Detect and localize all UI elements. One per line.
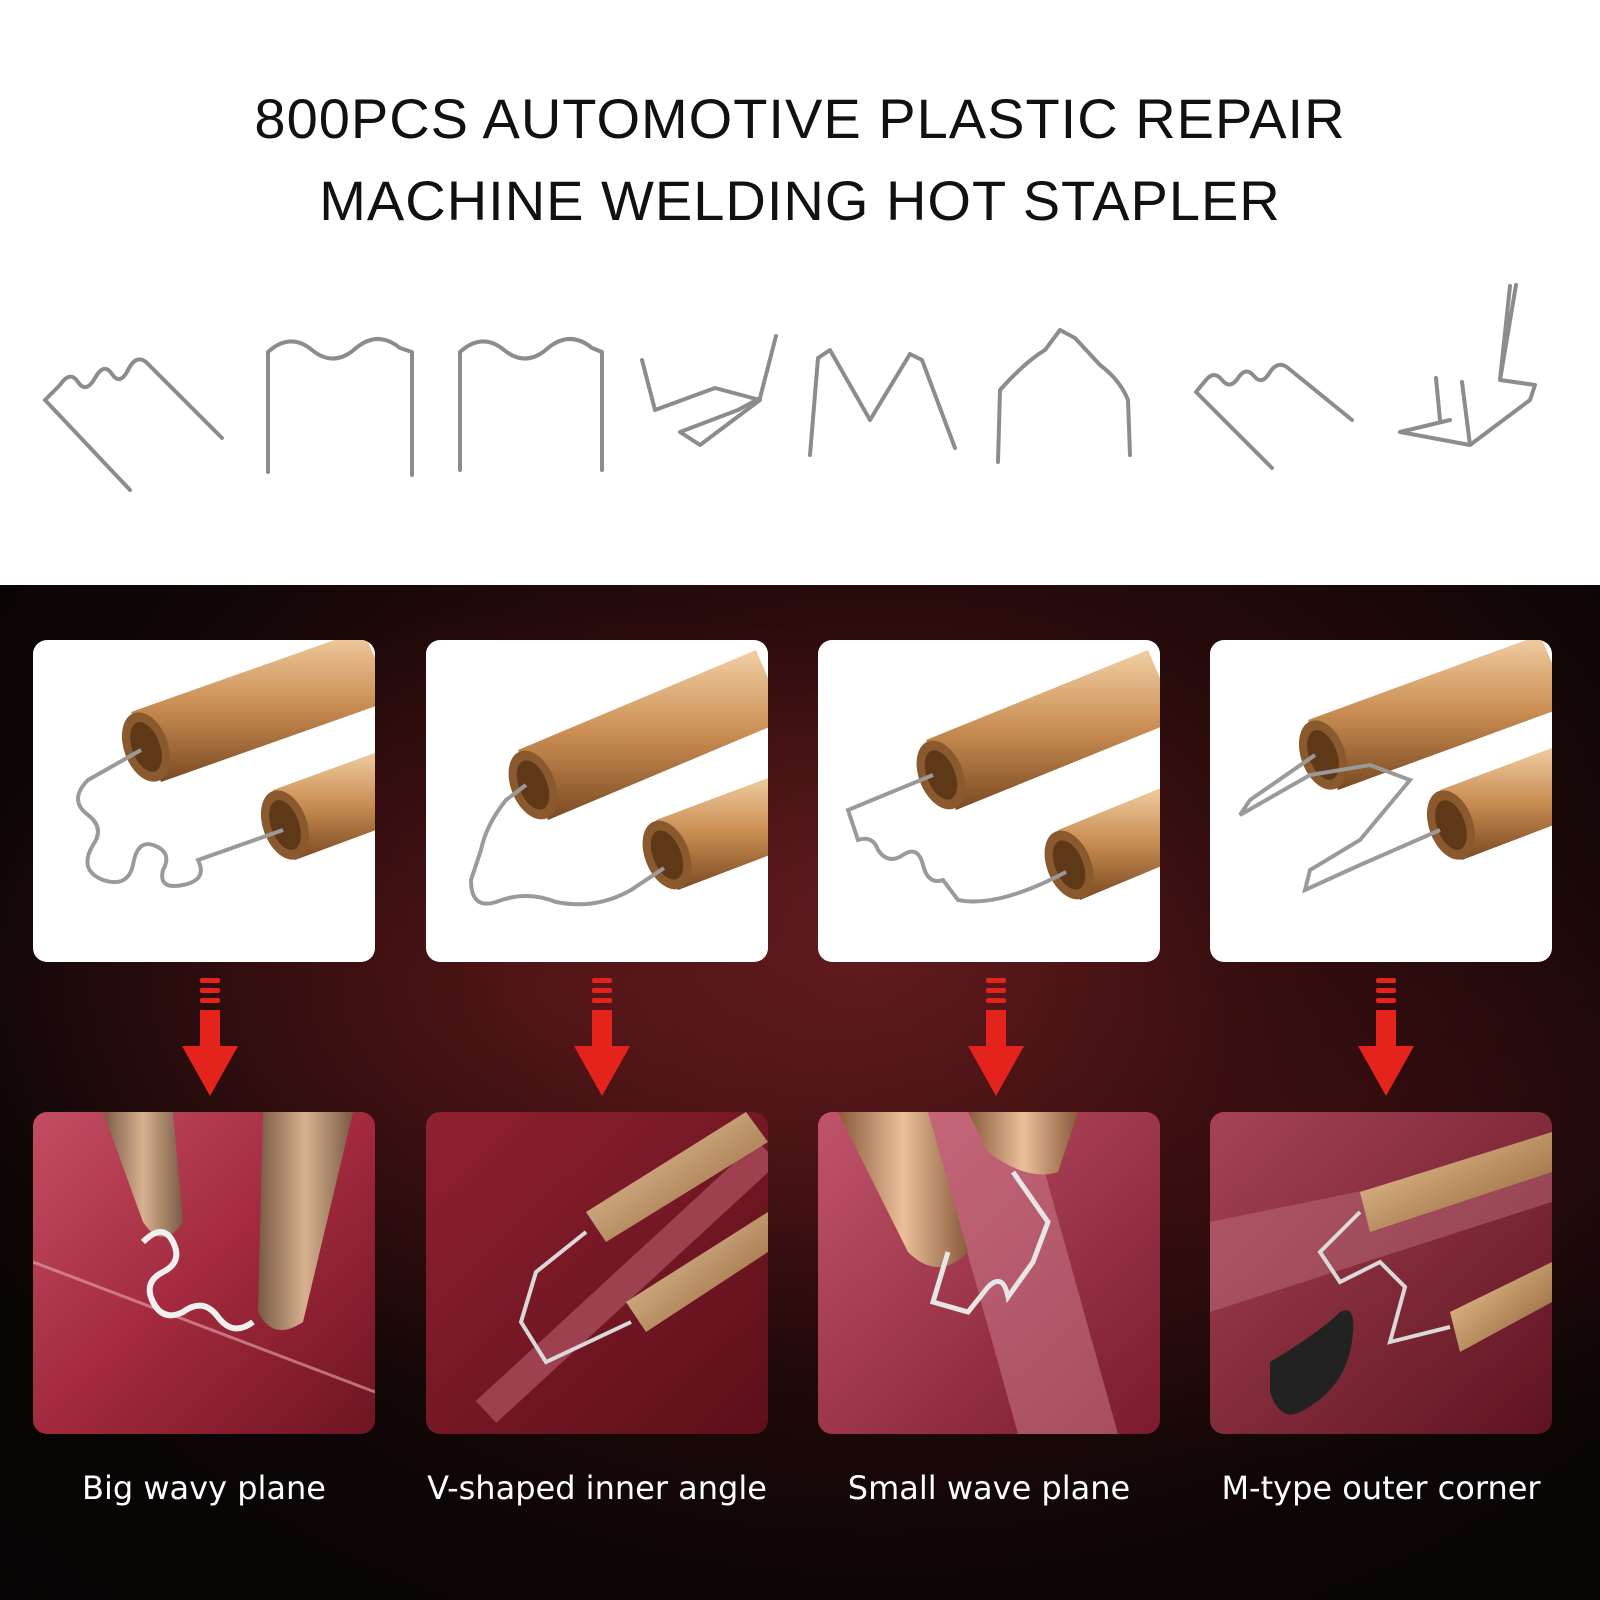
staple-types-illustration [43, 283, 1537, 492]
tool-illustration-1 [76, 640, 375, 888]
repair-photo-2 [426, 1112, 768, 1434]
staple-v-bent [640, 334, 778, 447]
staple-square-wave [266, 337, 414, 477]
staple-tool-panel-3 [818, 640, 1160, 962]
staple-square-wave-2 [458, 337, 604, 472]
tool-illustration-4 [1238, 640, 1552, 894]
caption-step-1: Big wavy plane [82, 1469, 326, 1507]
staple-arch [996, 328, 1132, 464]
tool-illustration-2 [468, 650, 768, 907]
repair-photo-1 [33, 1112, 375, 1434]
page-title: 800PCS AUTOMOTIVE PLASTIC REPAIR MACHINE… [0, 78, 1600, 242]
title-line-1: 800PCS AUTOMOTIVE PLASTIC REPAIR [254, 87, 1346, 150]
staple-big-wave [43, 357, 224, 492]
staple-small-wave [1194, 362, 1354, 470]
staple-tool-panel-1 [33, 640, 375, 962]
repair-photo-4 [1210, 1112, 1552, 1434]
repair-photo-3 [818, 1112, 1160, 1434]
down-arrow-icon-3 [968, 978, 1024, 1096]
title-line-2: MACHINE WELDING HOT STAPLER [319, 169, 1281, 232]
tool-illustration-3 [845, 650, 1160, 904]
staple-tool-panel-2 [426, 640, 768, 962]
down-arrow-icon-4 [1358, 978, 1414, 1096]
staple-tool-panel-4 [1210, 640, 1552, 962]
staple-corner [1398, 283, 1537, 447]
down-arrow-icon-2 [574, 978, 630, 1096]
top-section: 800PCS AUTOMOTIVE PLASTIC REPAIR MACHINE… [0, 0, 1600, 585]
caption-step-2: V-shaped inner angle [427, 1469, 767, 1507]
staple-m [808, 348, 957, 457]
caption-step-4: M-type outer corner [1221, 1469, 1541, 1507]
caption-step-3: Small wave plane [847, 1469, 1131, 1507]
down-arrow-icon-1 [182, 978, 238, 1096]
